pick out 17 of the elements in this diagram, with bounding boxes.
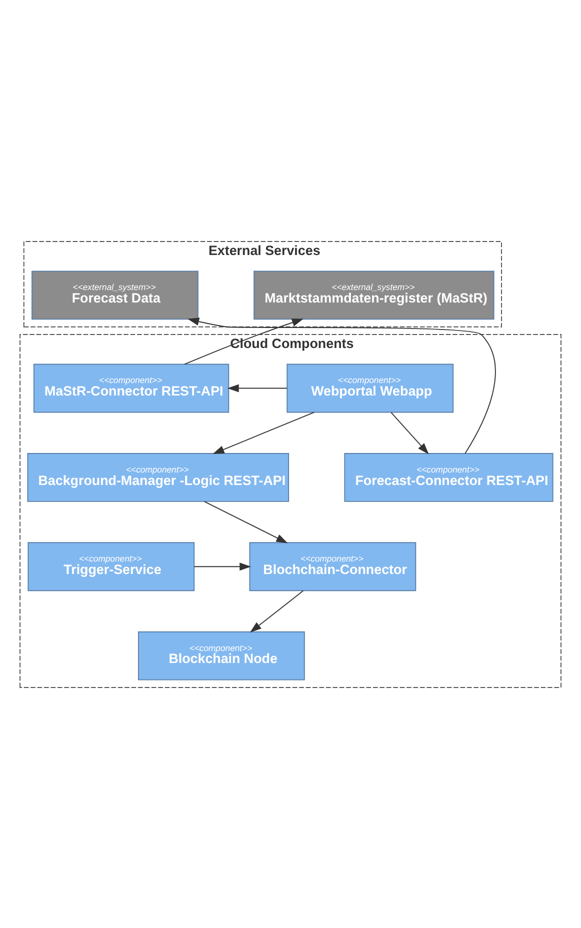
arrow: [184, 318, 304, 364]
arrow: [250, 590, 304, 632]
node-box: <<component>> Blockchain Node: [138, 630, 305, 680]
arrow: [212, 411, 315, 454]
node-box: <<external_system>> Marktstammdaten-register (MaStR): [254, 270, 494, 320]
node-box: <<component>> Webportal Webapp: [286, 363, 454, 412]
node-box: <<component>> Blochchain-Connector: [249, 542, 416, 591]
arrow: [227, 384, 288, 392]
node-box: <<component>> Trigger-Service: [28, 542, 195, 591]
arrow: [194, 562, 252, 570]
arrow: [390, 412, 429, 454]
node-box: <<external_system>> Forecast Data: [32, 270, 198, 320]
arrow: [188, 317, 496, 454]
arrow: [204, 500, 288, 543]
node-box: <<component>> MaStR-Connector REST-API: [33, 363, 230, 412]
node-box: <<component>> Background-Manager -Logic REST-API: [27, 452, 290, 502]
node-box: <<component>> Forecast-Connector REST-API: [344, 452, 554, 502]
